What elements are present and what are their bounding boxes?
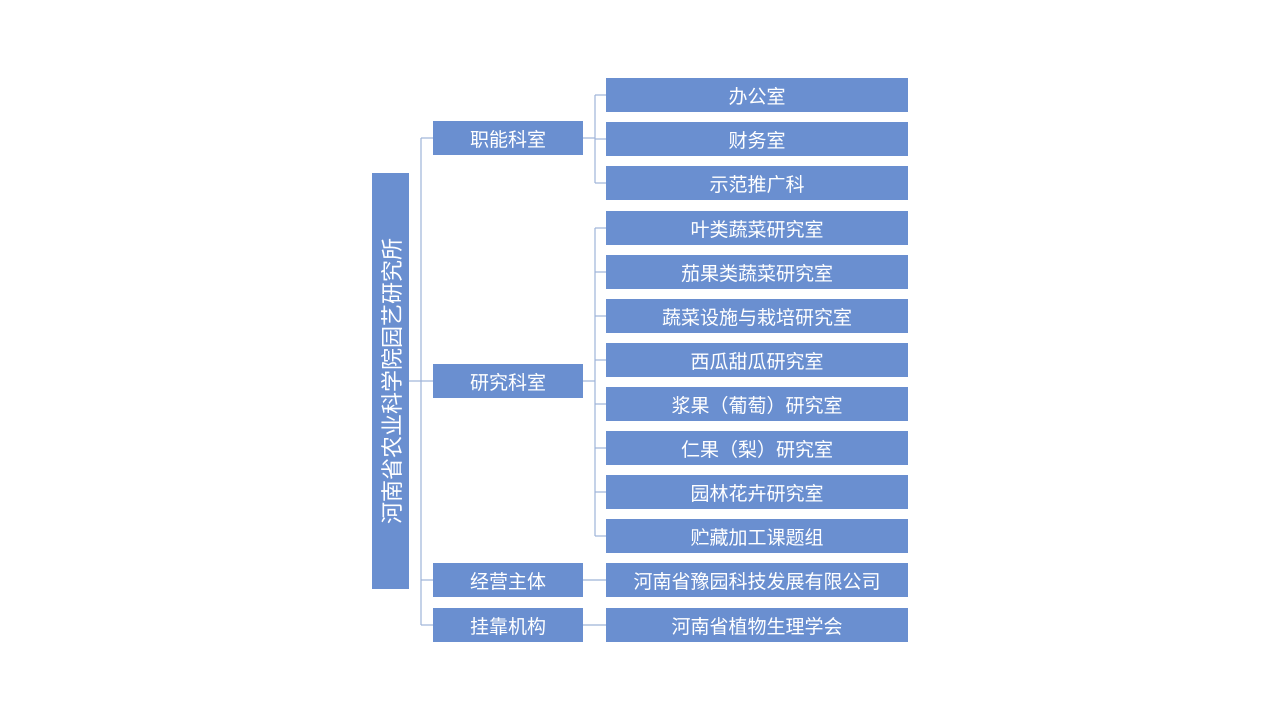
leaf-node: 河南省豫园科技发展有限公司 (606, 563, 908, 597)
leaf-node: 贮藏加工课题组 (606, 519, 908, 553)
leaf-node: 蔬菜设施与栽培研究室 (606, 299, 908, 333)
leaf-node: 河南省植物生理学会 (606, 608, 908, 642)
leaf-node: 叶类蔬菜研究室 (606, 211, 908, 245)
leaf-node: 园林花卉研究室 (606, 475, 908, 509)
root-label: 河南省农业科学院园艺研究所 (380, 237, 406, 525)
leaf-node: 茄果类蔬菜研究室 (606, 255, 908, 289)
leaf-node: 浆果（葡萄）研究室 (606, 387, 908, 421)
branch-node-business: 经营主体 (433, 563, 583, 597)
branch-node-functional: 职能科室 (433, 121, 583, 155)
root-node: 河南省农业科学院园艺研究所 (372, 173, 409, 589)
branch-node-research: 研究科室 (433, 364, 583, 398)
leaf-node: 办公室 (606, 78, 908, 112)
leaf-node: 仁果（梨）研究室 (606, 431, 908, 465)
leaf-node: 示范推广科 (606, 166, 908, 200)
leaf-node: 财务室 (606, 122, 908, 156)
leaf-node: 西瓜甜瓜研究室 (606, 343, 908, 377)
branch-node-affiliated: 挂靠机构 (433, 608, 583, 642)
